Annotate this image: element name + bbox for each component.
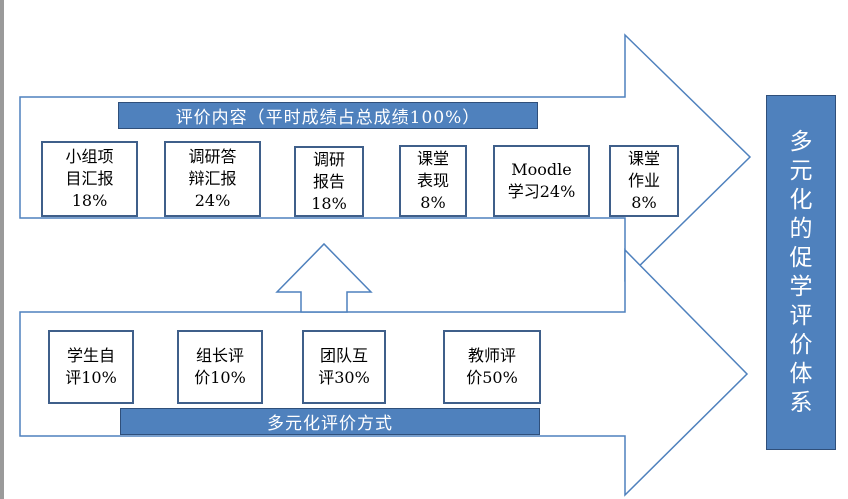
content-item-class-performance: 课堂 表现 8% <box>399 145 467 217</box>
content-item-moodle: Moodle 学习24% <box>493 145 590 217</box>
content-item-research-report: 调研 报告 18% <box>294 146 364 217</box>
content-banner: 评价内容（平时成绩占总成绩100%） <box>118 102 538 129</box>
top-right-arrow <box>19 33 752 282</box>
system-label-box: 多 元 化 的 促 学 评 价 体 系 <box>766 95 836 450</box>
content-item-research-defense: 调研答 辩汇报 24% <box>164 141 261 217</box>
up-arrow <box>275 242 373 313</box>
content-item-class-homework: 课堂 作业 8% <box>609 145 679 217</box>
method-item-teacher-eval: 教师评 价50% <box>443 330 541 404</box>
method-item-peer-eval: 团队互 评30% <box>302 330 386 404</box>
method-item-self-eval: 学生自 评10% <box>48 330 134 404</box>
left-edge-bar <box>0 0 4 499</box>
content-item-group-project: 小组项 目汇报 18% <box>41 141 138 217</box>
method-banner: 多元化评价方式 <box>120 408 540 435</box>
method-item-leader-eval: 组长评 价10% <box>177 330 263 404</box>
